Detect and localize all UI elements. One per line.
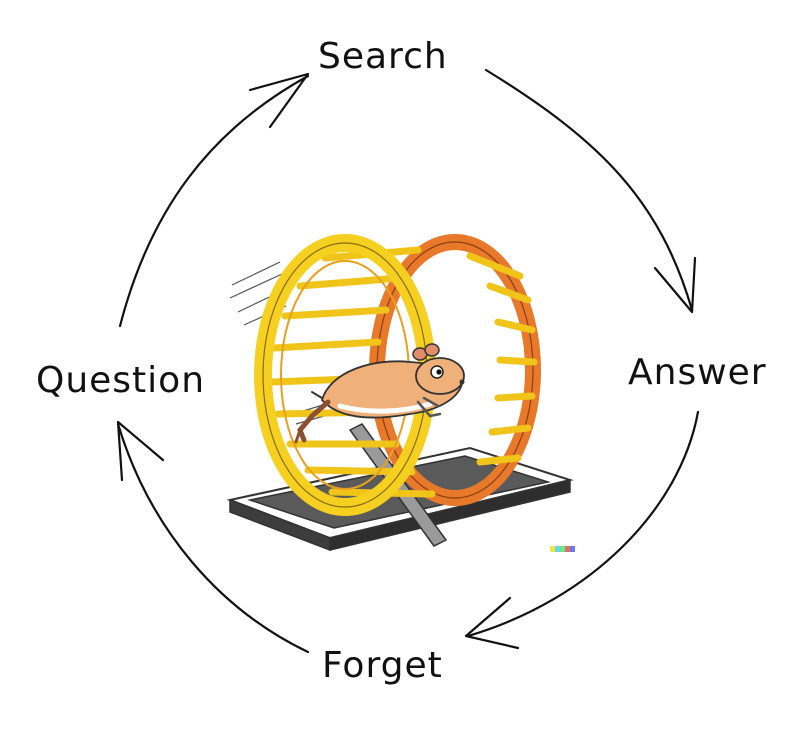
node-search: Search <box>318 36 448 77</box>
node-forget: Forget <box>322 645 443 686</box>
arrow-answer-to-forget <box>464 410 700 650</box>
node-answer: Answer <box>628 352 767 393</box>
watermark-icon <box>550 546 575 552</box>
arrow-forget-to-question <box>116 420 310 654</box>
arrow-question-to-search <box>118 72 310 328</box>
node-question: Question <box>36 360 206 401</box>
arrow-search-to-answer <box>484 68 697 314</box>
wheel-rungs-icon <box>268 246 538 498</box>
hamster-icon <box>294 343 465 444</box>
